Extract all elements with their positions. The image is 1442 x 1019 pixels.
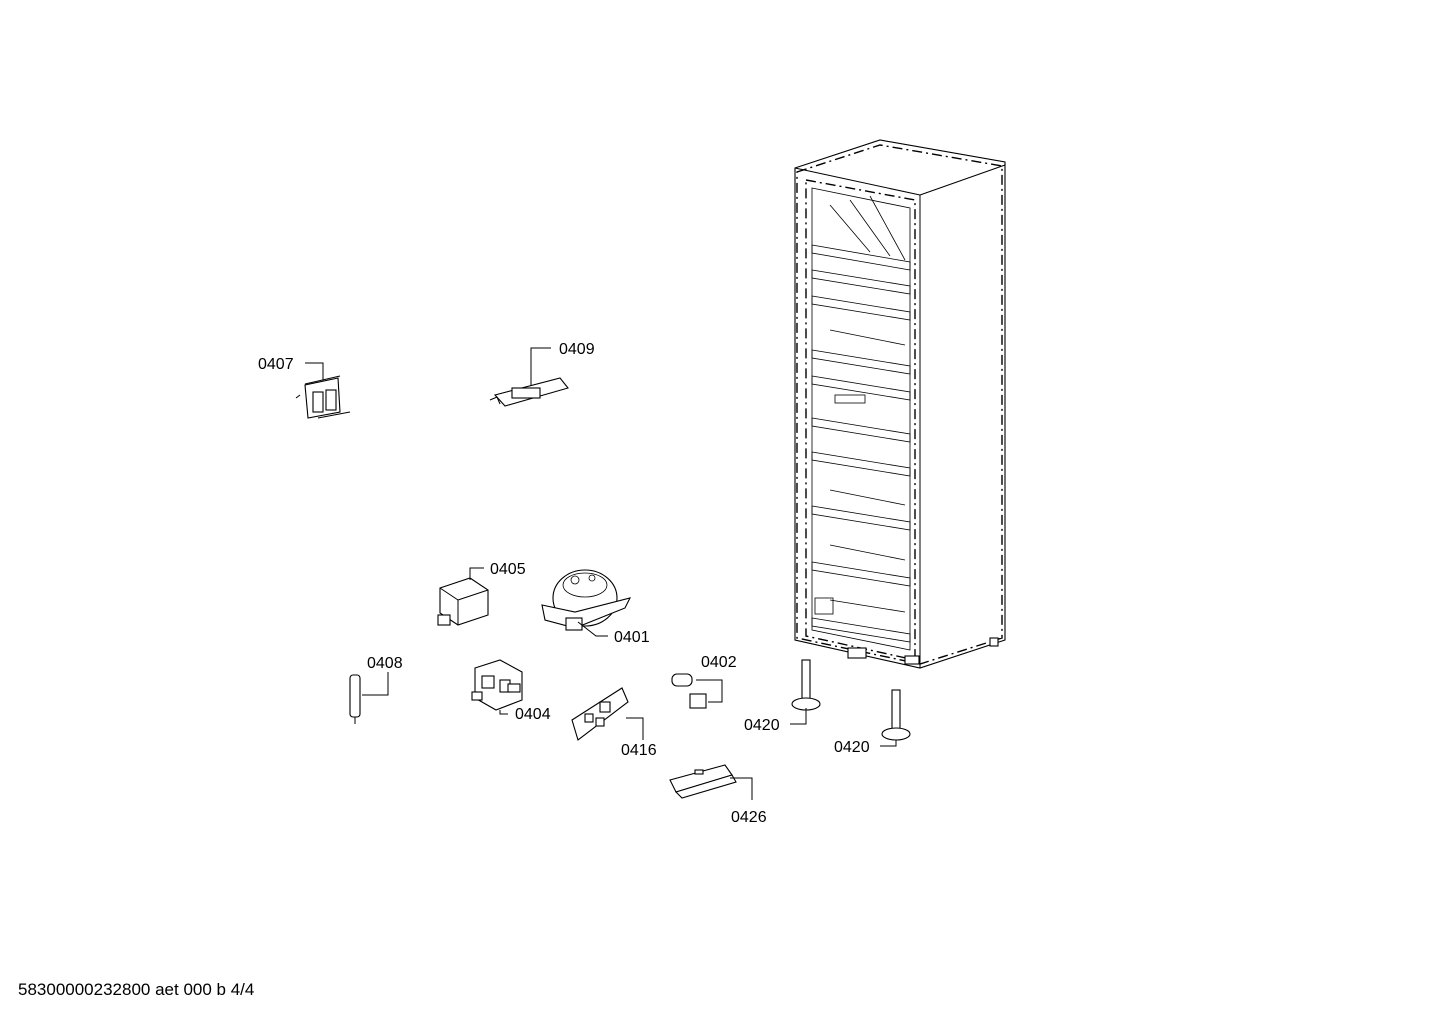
label-0416: 0416 <box>621 742 657 759</box>
label-0408: 0408 <box>367 655 403 672</box>
part-0420-foot-right <box>880 689 911 747</box>
part-0408-rod <box>349 672 389 724</box>
part-0416-control-board <box>571 687 644 741</box>
part-0405-capacitor <box>437 567 489 626</box>
wine-cooler-cabinet <box>794 139 1006 669</box>
label-0401: 0401 <box>614 629 650 646</box>
part-0404-thermostat <box>471 659 523 715</box>
part-0420-foot-left <box>790 659 821 725</box>
part-0426-trim <box>669 764 753 800</box>
label-0404: 0404 <box>515 706 551 723</box>
label-0409: 0409 <box>559 341 595 358</box>
label-0407: 0407 <box>258 356 294 373</box>
part-0401-compressor <box>541 569 632 637</box>
label-0405: 0405 <box>490 561 526 578</box>
part-0409-sensor <box>489 347 569 407</box>
label-0420-right: 0420 <box>834 739 870 756</box>
label-0426: 0426 <box>731 809 767 826</box>
label-0420-left: 0420 <box>744 717 780 734</box>
wine-shelves <box>811 195 911 643</box>
label-0402: 0402 <box>701 654 737 671</box>
part-0402-lamp <box>671 673 723 709</box>
document-footer-code: 58300000232800 aet 000 b 4/4 <box>18 980 255 999</box>
part-0407-relay <box>295 362 351 419</box>
